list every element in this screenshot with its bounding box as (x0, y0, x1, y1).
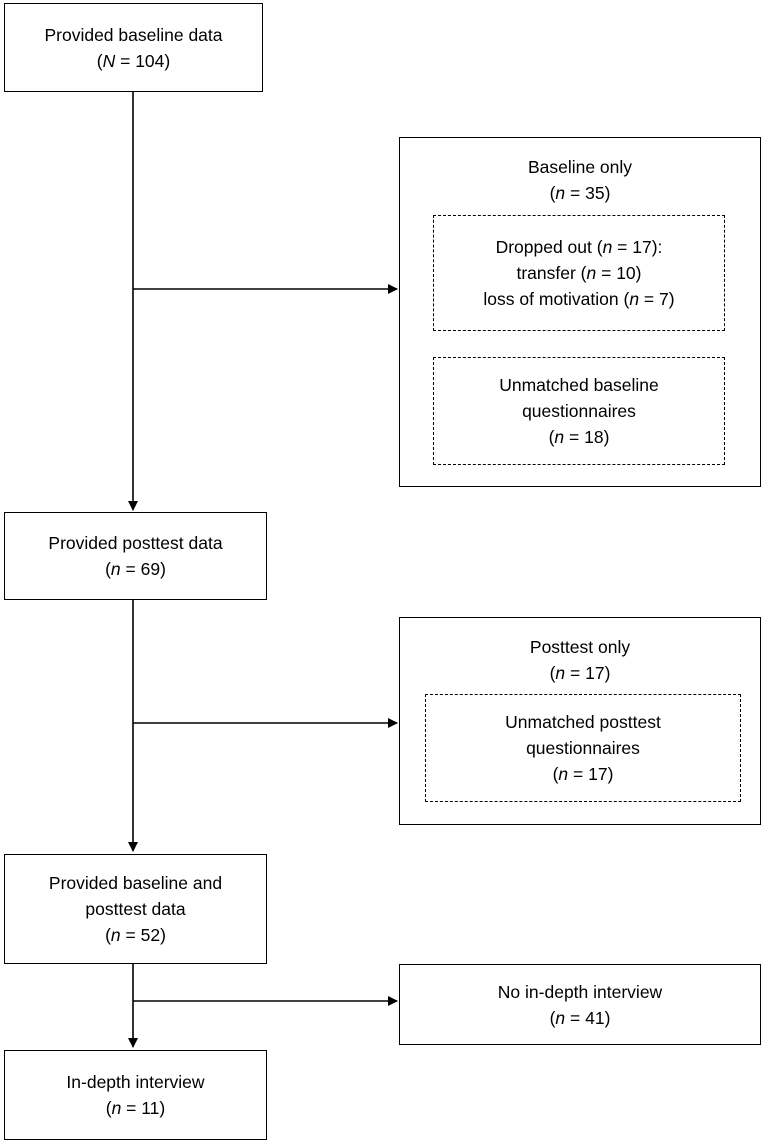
unmatched-posttest-count: (n = 17) (552, 764, 614, 784)
baseline-only-group: Baseline only (n = 35) (399, 137, 761, 487)
interview-count: (n = 11) (105, 1098, 166, 1118)
both-count: (n = 52) (105, 925, 166, 945)
no-interview-node: No in-depth interview (n = 41) (399, 964, 761, 1045)
dropped-reason-transfer: transfer (n = 10) (516, 263, 642, 283)
dropped-out-label: Dropped out (n = 17): (495, 237, 663, 257)
both-node: Provided baseline and posttest data (n =… (4, 854, 267, 964)
dropped-reason-motivation: loss of motivation (n = 7) (483, 289, 675, 309)
posttest-count: (n = 69) (105, 559, 166, 579)
interview-node: In-depth interview (n = 11) (4, 1050, 267, 1140)
unmatched-posttest-node: Unmatched posttest questionnaires (n = 1… (425, 694, 741, 802)
unmatched-baseline-count: (n = 18) (548, 427, 610, 447)
no-interview-count: (n = 41) (549, 1007, 611, 1028)
dropped-out-node: Dropped out (n = 17): transfer (n = 10) … (433, 215, 725, 331)
posttest-only-group: Posttest only (n = 17) (399, 617, 761, 825)
baseline-label: Provided baseline data (44, 24, 223, 45)
baseline-only-title: Baseline only (n = 35) (527, 157, 633, 203)
baseline-node: Provided baseline data (N = 104) (4, 3, 263, 92)
posttest-only-title: Posttest only (n = 17) (529, 637, 631, 683)
baseline-count: (N = 104) (96, 50, 171, 71)
unmatched-baseline-node: Unmatched baseline questionnaires (n = 1… (433, 357, 725, 465)
posttest-node: Provided posttest data (n = 69) (4, 512, 267, 600)
